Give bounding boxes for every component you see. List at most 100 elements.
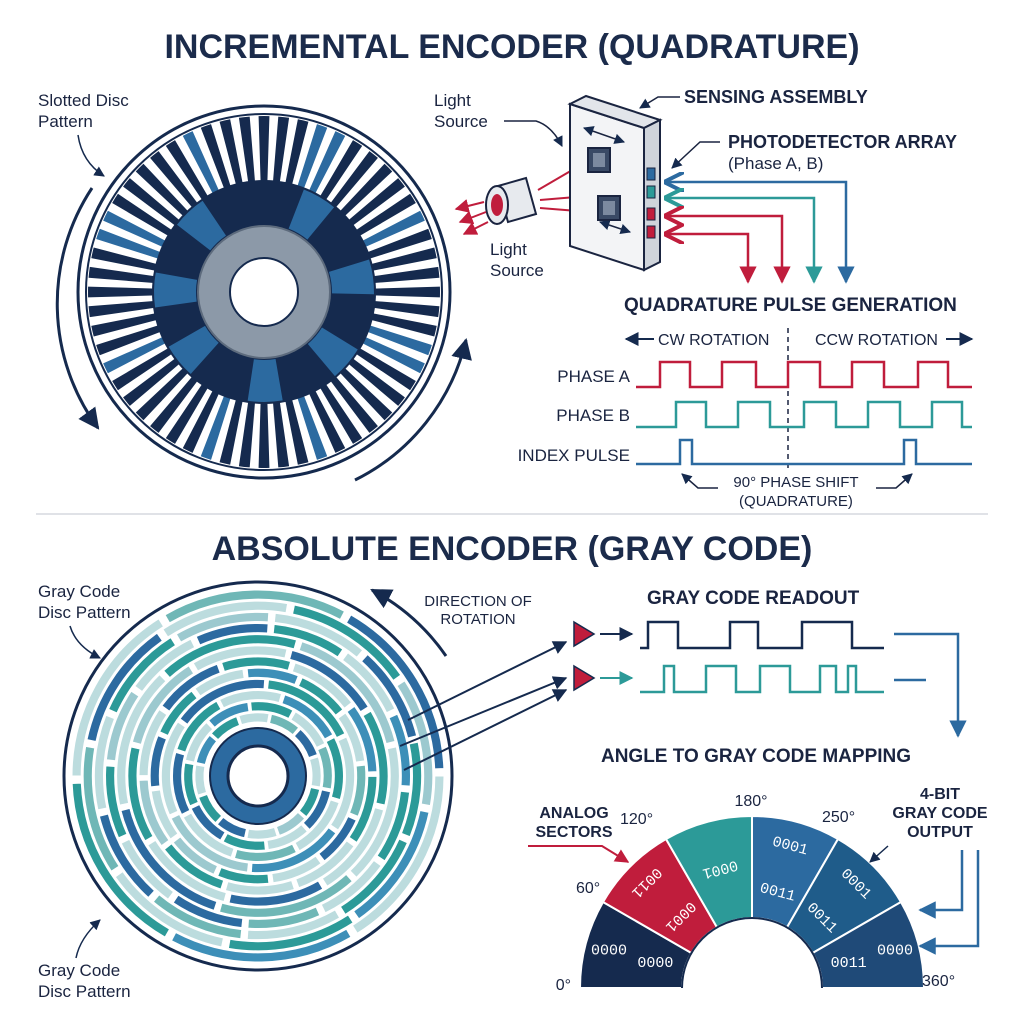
disc-slot xyxy=(103,334,172,374)
signal-line-2 xyxy=(668,198,814,282)
gray-code-segment xyxy=(351,775,445,934)
phase-b-waveform xyxy=(636,400,972,429)
light-source-bottom-1: Light xyxy=(490,240,527,259)
gray-code-segment xyxy=(318,815,357,862)
sensor-line-3 xyxy=(403,689,568,771)
disc-inner-segment xyxy=(168,325,219,375)
gray-code-segment xyxy=(246,667,299,686)
disc-slot xyxy=(112,193,178,240)
gray-readout-waveform-2 xyxy=(640,664,884,694)
gray-code-segment xyxy=(346,705,378,773)
phase-a-label: PHASE A xyxy=(557,367,630,386)
gray-code-segment xyxy=(138,708,168,777)
disc-inner-segment xyxy=(307,327,358,377)
light-source-bottom-2: Source xyxy=(490,261,544,280)
light-ray-out-2 xyxy=(458,210,487,225)
gray-code-segment xyxy=(396,680,434,807)
gray-code-segment xyxy=(197,793,223,824)
disc-slot xyxy=(88,266,162,284)
gray-code-segment xyxy=(317,745,333,790)
gray-code-segment xyxy=(120,807,218,911)
gray-code-segment xyxy=(98,813,156,899)
signal-line-3 xyxy=(668,216,782,282)
gray-code-segment xyxy=(345,614,445,770)
gray-code-segment xyxy=(246,909,341,941)
gray-code-segment xyxy=(138,779,170,847)
gray-code-segment xyxy=(160,721,187,816)
gray-code-segment xyxy=(337,712,366,763)
gray-code-segment xyxy=(120,838,175,900)
gray-code-segment xyxy=(172,836,219,875)
rotation-arrow-right xyxy=(354,337,472,482)
analog-sectors-pointer xyxy=(528,845,630,863)
disc-slot xyxy=(123,354,185,406)
disc-inner-segment xyxy=(176,200,227,251)
output-line-2 xyxy=(918,850,980,955)
gray-code-segment xyxy=(348,775,378,844)
disc-slot xyxy=(272,116,290,190)
gray-code-segment xyxy=(105,690,140,762)
disc-slot xyxy=(295,389,328,460)
gray-code-segment xyxy=(149,735,168,788)
disc-slot xyxy=(306,131,346,200)
disc-slot xyxy=(123,178,185,230)
gray-code-segment xyxy=(116,673,167,806)
gray-code-segment xyxy=(93,714,116,811)
disc-inner-segment xyxy=(288,189,335,240)
output-label-3: OUTPUT xyxy=(907,824,973,841)
disc-slot xyxy=(343,178,405,230)
gray-code-segment xyxy=(291,604,402,682)
gray-code-segment xyxy=(127,746,154,842)
gray-code-segment xyxy=(195,734,218,766)
gray-code-segment xyxy=(152,894,243,940)
disc-slot xyxy=(272,394,290,468)
gray-code-segment xyxy=(266,823,309,851)
gray-code-segment xyxy=(362,710,389,806)
gray-code-segment xyxy=(329,736,356,831)
gray-code-segment xyxy=(147,839,227,903)
disc-slot xyxy=(335,363,393,421)
gray-code-segment xyxy=(308,756,322,788)
gray-code-segment xyxy=(360,653,418,739)
gray-code-segment xyxy=(86,632,164,743)
phase-shift-label-2: (QUADRATURE) xyxy=(739,493,853,510)
gray-code-segment xyxy=(170,813,250,873)
angle-label-0: 0° xyxy=(556,977,571,994)
gray-code-segment xyxy=(290,711,326,749)
disc-slot xyxy=(356,334,425,374)
gray-code-segment xyxy=(131,665,195,745)
disc-slot xyxy=(326,371,378,433)
disc-slot xyxy=(135,163,193,221)
disc-slot xyxy=(91,247,164,272)
photodetector-pointer xyxy=(671,141,720,169)
angle-label-60: 60° xyxy=(576,880,600,897)
disc-slot xyxy=(350,193,416,240)
gray-code-segment xyxy=(246,826,278,840)
disc-slot xyxy=(165,378,212,444)
gray-code-segment xyxy=(195,623,269,646)
gray-code-segment xyxy=(192,645,288,672)
rotation-arrow-left xyxy=(55,187,100,430)
gray-code-segment xyxy=(134,638,196,693)
sensor-triangle-2 xyxy=(573,664,596,692)
gray-code-segment xyxy=(190,803,226,841)
gray-code-segment xyxy=(159,690,198,737)
gray-code-segment xyxy=(272,623,344,658)
disc-slot xyxy=(219,119,244,192)
disc-slot xyxy=(200,124,233,195)
disc-slot xyxy=(343,354,405,406)
disc-slot xyxy=(361,323,432,356)
gray-code-segment xyxy=(164,589,346,624)
gray-code-segment xyxy=(266,679,346,739)
gray-code-segment xyxy=(150,789,179,840)
gray-code-segment xyxy=(172,751,191,816)
gray-code-segment xyxy=(172,894,244,929)
gray-code-segment xyxy=(348,764,367,817)
gray-code-segment xyxy=(207,701,250,729)
disc-slot xyxy=(367,286,441,298)
direction-label-2: ROTATION xyxy=(440,611,515,628)
sensing-assembly-label: SENSING ASSEMBLY xyxy=(684,87,868,107)
disc-slot xyxy=(284,392,309,465)
gray-code-segment xyxy=(295,840,355,889)
disc-slot xyxy=(316,378,363,444)
